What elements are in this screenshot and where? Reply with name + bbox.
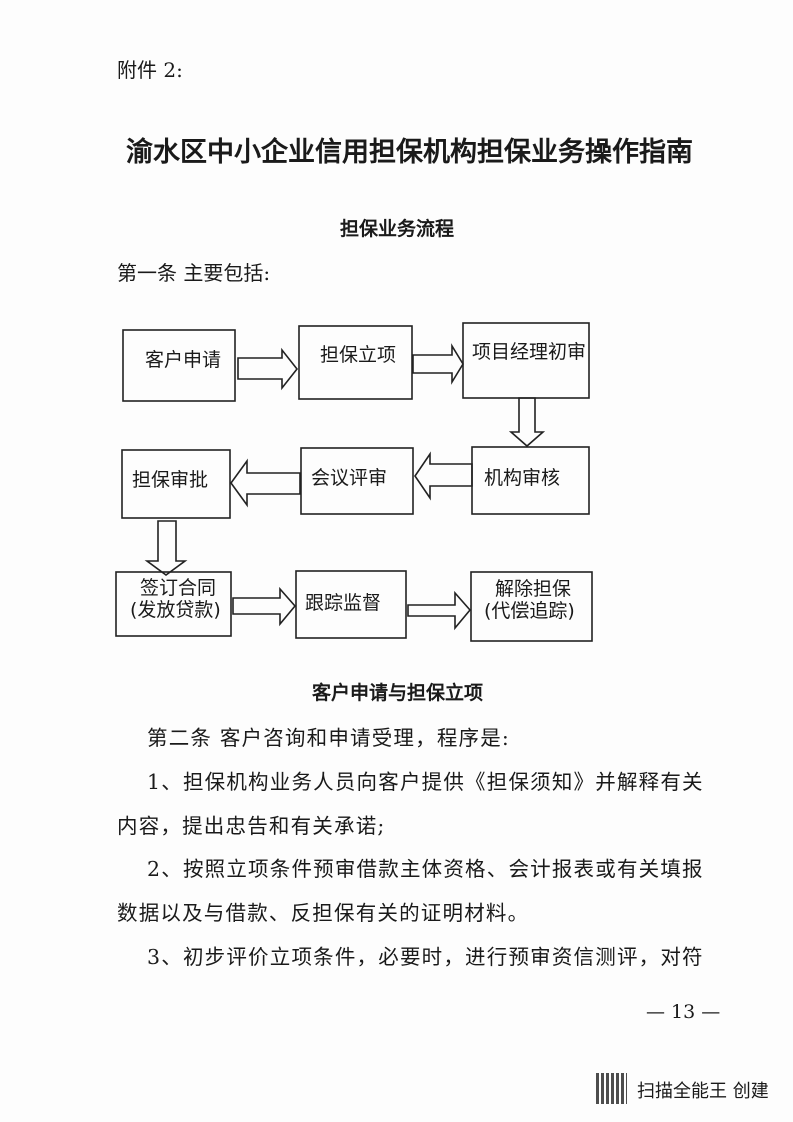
box-monitoring — [295, 570, 407, 639]
paragraph-line: 2、按照立项条件预审借款主体资格、会计报表或有关填报 — [147, 857, 704, 881]
flow-step-label: 项目经理初审 — [472, 341, 587, 363]
section-heading-apply: 客户申请与担保立项 — [312, 682, 484, 704]
document-title: 渝水区中小企业信用担保机构担保业务操作指南 — [126, 137, 693, 168]
scanner-watermark: 扫描全能王 创建 — [637, 1081, 769, 1102]
arrow-down-icon — [144, 520, 188, 576]
paragraph-line: 数据以及与借款、反担保有关的证明材料。 — [117, 901, 530, 925]
flow-step-label: 机构审核 — [484, 467, 561, 489]
flow-step-label: 担保审批 — [132, 469, 209, 491]
arrow-right-icon — [237, 347, 299, 391]
arrow-left-icon — [230, 458, 301, 508]
paragraph-line: 内容，提出忠告和有关承诺; — [117, 814, 386, 838]
paragraph-line: 1、担保机构业务人员向客户提供《担保须知》并解释有关 — [147, 770, 704, 794]
box-customer-apply — [122, 329, 236, 402]
flow-step-label: 解除担保 — [495, 578, 572, 600]
arrow-left-icon — [414, 451, 473, 501]
flow-step-label: 客户申请 — [145, 349, 222, 371]
box-approval — [121, 449, 231, 519]
box-meeting-review — [300, 447, 414, 515]
arrow-right-icon — [407, 590, 472, 631]
page-number: — 13 — — [646, 1001, 721, 1023]
flow-step-label: 会议评审 — [311, 467, 388, 489]
paragraph-line: 第二条 客户咨询和申请受理，程序是: — [147, 726, 511, 750]
article-1: 第一条 主要包括: — [117, 261, 271, 285]
section-heading-process: 担保业务流程 — [340, 218, 455, 240]
box-sign-contract — [115, 571, 232, 637]
arrow-right-icon — [412, 343, 464, 385]
flow-step-label: 跟踪监督 — [305, 592, 382, 614]
arrow-right-icon — [232, 586, 297, 627]
qr-code-icon — [596, 1073, 627, 1104]
flow-step-label: (代偿追踪) — [484, 600, 575, 622]
attachment-label: 附件 2: — [117, 58, 183, 82]
arrow-down-icon — [508, 397, 546, 448]
flow-step-label: (发放贷款) — [130, 599, 221, 621]
paragraph-line: 3、初步评价立项条件，必要时，进行预审资信测评，对符 — [147, 945, 704, 969]
box-release — [470, 571, 593, 642]
flow-step-label: 签订合同 — [140, 577, 217, 599]
box-project-setup — [298, 325, 413, 400]
flow-step-label: 担保立项 — [320, 344, 397, 366]
